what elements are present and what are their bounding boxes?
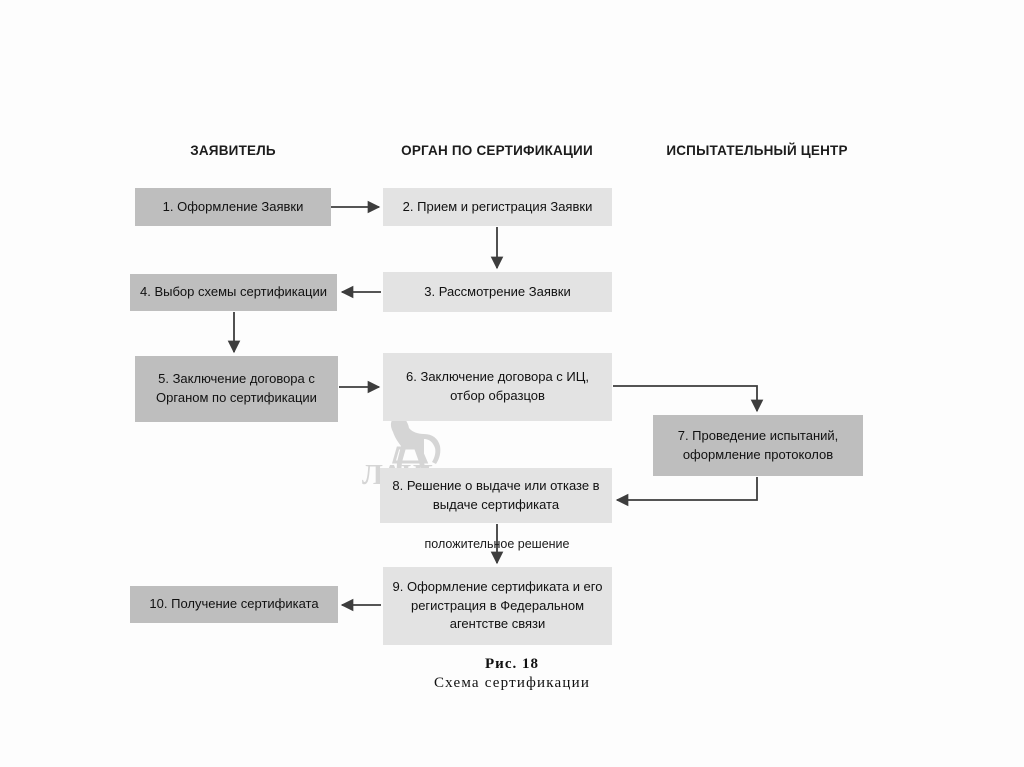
arrow-step7-to-step8	[615, 477, 758, 507]
arrow-step6-to-step7	[613, 385, 764, 413]
deer-icon	[389, 404, 441, 484]
node-step-5[interactable]: 5. Заключение договора с Органом по серт…	[135, 356, 338, 422]
figure-title: Схема сертификации	[433, 675, 591, 691]
node-step-7[interactable]: 7. Проведение испытаний, оформление прот…	[653, 415, 863, 476]
node-step-4[interactable]: 4. Выбор схемы сертификации	[130, 274, 337, 311]
node-step-2[interactable]: 2. Прием и регистрация Заявки	[383, 188, 612, 226]
node-step-3[interactable]: 3. Рассмотрение Заявки	[383, 272, 612, 312]
column-header-certification-body: ОРГАН ПО СЕРТИФИКАЦИИ	[401, 143, 593, 158]
edge-label-positive-decision: положительное решение	[424, 537, 570, 551]
node-step-8[interactable]: 8. Решение о выдаче или отказе в выдаче …	[380, 468, 612, 523]
column-header-applicant: ЗАЯВИТЕЛЬ	[190, 143, 276, 158]
node-step-9[interactable]: 9. Оформление сертификата и его регистра…	[383, 567, 612, 645]
column-header-testing-center: ИСПЫТАТЕЛЬНЫЙ ЦЕНТР	[666, 143, 848, 158]
node-step-10[interactable]: 10. Получение сертификата	[130, 586, 338, 623]
node-step-1[interactable]: 1. Оформление Заявки	[135, 188, 331, 226]
figure-number: Рис. 18	[485, 656, 539, 672]
node-step-6[interactable]: 6. Заключение договора с ИЦ, отбор образ…	[383, 353, 612, 421]
figure-caption: Рис. 18 Схема сертификации	[0, 656, 1024, 692]
